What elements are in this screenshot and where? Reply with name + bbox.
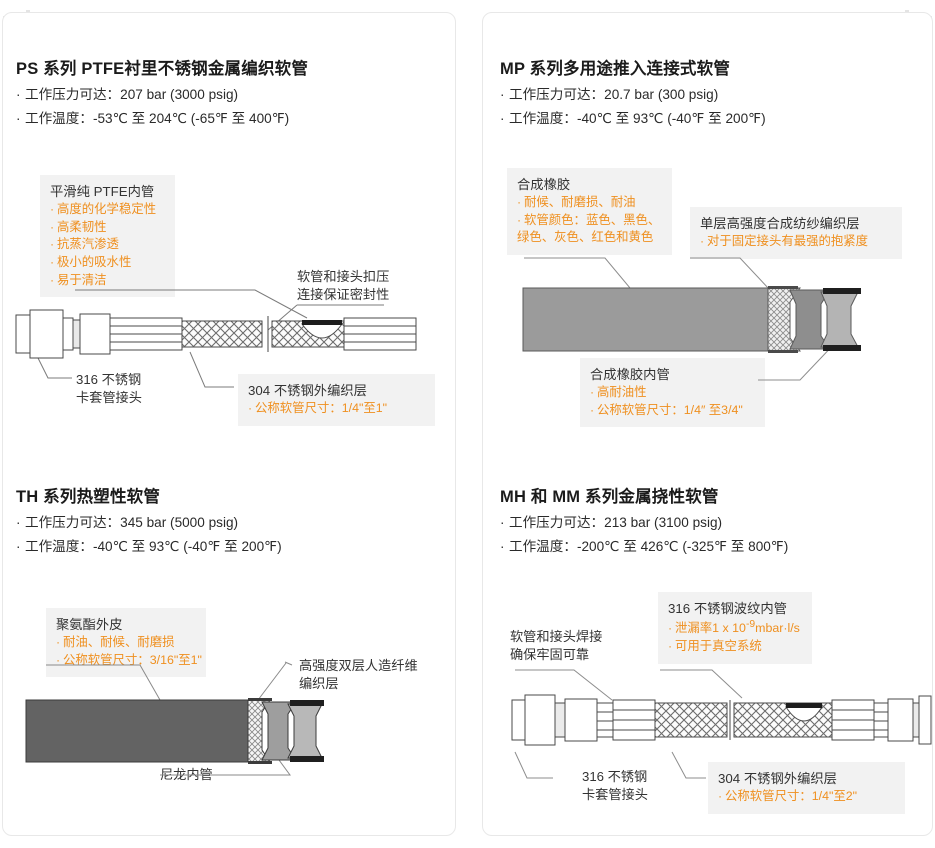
th-callout-cover: 聚氨酯外皮 ·耐油、耐候、耐磨损 ·公称软管尺寸：3/16"至1" xyxy=(46,608,206,678)
mh-title: MH 和 MM 系列金属挠性软管 xyxy=(500,488,719,506)
mp-callout-rubber-item-1: ·软管颜色：蓝色、黑色、绿色、灰色、红色和黄色 xyxy=(517,212,661,245)
th-callout-cover-head: 聚氨酯外皮 xyxy=(56,617,123,632)
mh-leak-prefix: 泄漏率1 x 10 xyxy=(675,621,746,636)
mp-spec-pressure: ·工作压力可达：20.7 bar (300 psig) xyxy=(500,87,719,102)
mp-callout-core-item-1: ·公称软管尺寸：1/4″ 至3/4" xyxy=(590,402,743,417)
mh-spec-temperature: ·工作温度：-200℃ 至 426℃ (-325℉ 至 800℉) xyxy=(500,539,789,555)
mp-callout-core-item-0: ·高耐油性 xyxy=(590,385,647,400)
mh-callout-core: 316 不锈钢波纹内管 ·泄漏率1 x 10-9mbar·l/s ·可用于真空系… xyxy=(658,592,812,664)
ps-label-crimp-line1: 软管和接头扣压 xyxy=(297,269,390,284)
ps-callout-inner-item-3: ·极小的吸水性 xyxy=(50,255,132,270)
ps-callout-braid-head: 304 不锈钢外编织层 xyxy=(248,383,367,398)
mp-callout-braid-head: 单层高强度合成纺纱编织层 xyxy=(700,216,860,231)
mp-callout-braid-item-0: ·对于固定接头有最强的抱紧度 xyxy=(700,234,869,249)
ps-callout-inner-head: 平滑纯 PTFE内管 xyxy=(50,184,155,199)
th-callout-cover-item-0: ·耐油、耐候、耐磨损 xyxy=(56,635,175,650)
ps-title: PS 系列 PTFE衬里不锈钢金属编织软管 xyxy=(16,60,309,78)
mh-callout-braid-item-0: ·公称软管尺寸：1/4"至2" xyxy=(718,789,858,804)
mh-callout-core-item-leak: ·泄漏率1 x 10-9mbar·l/s xyxy=(668,619,800,636)
mp-title: MP 系列多用途推入连接式软管 xyxy=(500,60,731,78)
mp-spec-temperature: ·工作温度：-40℃ 至 93℃ (-40℉ 至 200℉) xyxy=(500,111,766,127)
ps-spec-pressure: ·工作压力可达：207 bar (3000 psig) xyxy=(16,87,239,102)
ps-callout-braid: 304 不锈钢外编织层 ·公称软管尺寸：1/4"至1" xyxy=(238,374,435,426)
mh-leak-suffix: mbar·l/s xyxy=(755,621,800,636)
ps-callout-inner-tube: 平滑纯 PTFE内管 ·高度的化学稳定性 ·高柔韧性 ·抗蒸汽渗透 ·极小的吸水… xyxy=(40,175,175,298)
mh-label-fitting-line1: 316 不锈钢 xyxy=(582,769,648,784)
ps-spec-temperature: ·工作温度：-53℃ 至 204℃ (-65℉ 至 400℉) xyxy=(16,111,290,127)
mh-callout-braid-head: 304 不锈钢外编织层 xyxy=(718,771,837,786)
mh-callout-braid: 304 不锈钢外编织层 ·公称软管尺寸：1/4"至2" xyxy=(708,762,905,814)
mp-callout-rubber: 合成橡胶 ·耐候、耐磨损、耐油 ·软管颜色：蓝色、黑色、绿色、灰色、红色和黄色 xyxy=(507,168,672,256)
section-mp-series: MP 系列多用途推入连接式软管 ·工作压力可达：20.7 bar (300 ps… xyxy=(500,55,920,135)
mh-label-fitting-line2: 卡套管接头 xyxy=(582,787,648,803)
mp-callout-braid: 单层高强度合成纺纱编织层 ·对于固定接头有最强的抱紧度 xyxy=(690,207,902,259)
ps-callout-inner-item-4: ·易于清洁 xyxy=(50,272,107,287)
th-label-braid: 高强度双层人造纤维 编织层 xyxy=(299,657,418,693)
mh-label-weld: 软管和接头焊接 确保牢固可靠 xyxy=(510,628,602,664)
ps-label-crimp: 软管和接头扣压 连接保证密封性 xyxy=(297,268,389,304)
section-mh-mm-series: MH 和 MM 系列金属挠性软管 ·工作压力可达：213 bar (3100 p… xyxy=(500,483,920,563)
mh-callout-core-item-vacuum: ·可用于真空系统 xyxy=(668,639,762,653)
ps-label-crimp-line2: 连接保证密封性 xyxy=(297,287,390,303)
ps-callout-inner-item-1: ·高柔韧性 xyxy=(50,219,107,234)
mp-callout-rubber-item-0: ·耐候、耐磨损、耐油 xyxy=(517,195,636,210)
mh-label-weld-line1: 软管和接头焊接 xyxy=(510,629,603,644)
section-ps-series: PS 系列 PTFE衬里不锈钢金属编织软管 ·工作压力可达：207 bar (3… xyxy=(16,55,446,135)
mp-callout-core-head: 合成橡胶内管 xyxy=(590,367,670,382)
th-label-braid-line2: 编织层 xyxy=(299,676,339,692)
th-spec-temperature: ·工作温度：-40℃ 至 93℃ (-40℉ 至 200℉) xyxy=(16,539,282,555)
mh-leak-exponent: -9 xyxy=(745,619,756,631)
ps-label-fitting-line1: 316 不锈钢 xyxy=(76,372,142,387)
ps-label-fitting: 316 不锈钢 卡套管接头 xyxy=(76,371,142,407)
mh-label-weld-line2: 确保牢固可靠 xyxy=(510,647,590,663)
mp-callout-core: 合成橡胶内管 ·高耐油性 ·公称软管尺寸：1/4″ 至3/4" xyxy=(580,358,765,428)
ps-callout-braid-item-0: ·公称软管尺寸：1/4"至1" xyxy=(248,401,388,416)
ps-callout-inner-item-2: ·抗蒸汽渗透 xyxy=(50,237,119,252)
th-title: TH 系列热塑性软管 xyxy=(16,488,161,506)
ps-callout-inner-item-0: ·高度的化学稳定性 xyxy=(50,202,157,217)
mh-label-fitting: 316 不锈钢 卡套管接头 xyxy=(582,768,648,804)
mh-spec-pressure: ·工作压力可达：213 bar (3100 psig) xyxy=(500,515,723,530)
section-th-series: TH 系列热塑性软管 ·工作压力可达：345 bar (5000 psig) ·… xyxy=(16,483,446,563)
mh-callout-core-head: 316 不锈钢波纹内管 xyxy=(668,601,787,616)
th-label-braid-line1: 高强度双层人造纤维 xyxy=(299,658,418,673)
th-callout-cover-item-1: ·公称软管尺寸：3/16"至1" xyxy=(56,652,202,667)
ps-label-fitting-line2: 卡套管接头 xyxy=(76,390,142,406)
th-spec-pressure: ·工作压力可达：345 bar (5000 psig) xyxy=(16,515,239,530)
mp-callout-rubber-head: 合成橡胶 xyxy=(517,177,571,192)
